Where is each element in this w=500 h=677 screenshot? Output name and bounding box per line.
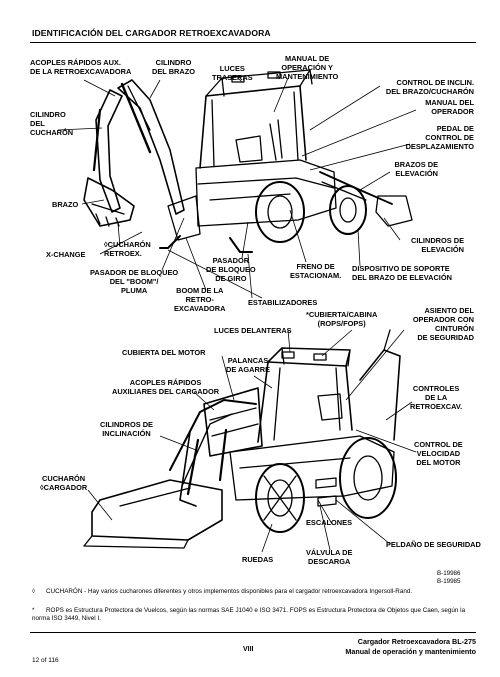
page-title: IDENTIFICACIÓN DEL CARGADOR RETROEXCAVAD… <box>32 28 271 38</box>
label-manual-operador: MANUAL DEL OPERADOR <box>425 98 474 116</box>
page-number: VIII <box>243 646 254 653</box>
page-counter: 12 of 116 <box>32 657 59 664</box>
label-valvula-descarga: VÁLVULA DE DESCARGA <box>306 548 353 566</box>
label-cilindro-cucharon: CILINDRO DEL CUCHARÓN <box>30 110 74 137</box>
label-freno-estacionamiento: FRENO DE ESTACIONAM. <box>290 262 342 280</box>
label-cilindro-brazo: CILINDRO DEL BRAZO <box>152 58 195 76</box>
label-palancas-agarre: PALANCAS DE AGARRE <box>226 356 271 374</box>
label-asiento-operador: ASIENTO DEL OPERADOR CON CINTURÓN DE SEG… <box>412 306 474 342</box>
footnote-text: ROPS es Estructura Protectora de Vuelcos… <box>32 607 466 623</box>
label-pedal-desplazamiento: PEDAL DE CONTROL DE DESPLAZAMIENTO <box>405 124 474 151</box>
header-rule <box>30 42 476 43</box>
figure-ref: B-19986 <box>437 570 461 577</box>
footnote-text: CUCHARÓN - Hay varios cucharones diferen… <box>46 588 413 595</box>
label-brazo: BRAZO <box>52 200 79 209</box>
label-cubierta-motor: CUBIERTA DEL MOTOR <box>122 348 206 357</box>
label-escalones: ESCALONES <box>306 518 352 527</box>
footer-model: Cargador Retroexcavadora BL-275 <box>357 637 476 646</box>
label-control-inclinacion: CONTROL DE INCLIN. DEL BRAZO/CUCHARÓN <box>385 78 474 96</box>
label-cilindros-elevacion: CILINDROS DE ELEVACIÓN <box>411 236 464 254</box>
label-peldano-seguridad: PELDAÑO DE SEGURIDAD <box>386 540 481 549</box>
loader-front-view <box>83 329 401 549</box>
label-acoples-aux-cargador: ACOPLES RÁPIDOS AUXILIARES DEL CARGADOR <box>112 378 220 396</box>
backhoe-rear-view <box>83 69 413 253</box>
footer-rule <box>30 632 476 633</box>
footnote-symbol: ◊ <box>32 588 36 595</box>
label-cubierta-cabina: *CUBIERTA/CABINA (ROPS/FOPS) <box>306 310 378 328</box>
footer-manual: Manual de operación y mantenimiento <box>345 647 476 656</box>
label-dispositivo-soporte: DISPOSITIVO DE SOPORTE DEL BRAZO DE ELEV… <box>352 264 452 282</box>
label-cucharon-retroex: ◊CUCHARÓN RETROEX. <box>104 240 151 258</box>
label-pasador-boom: PASADOR DE BLOQUEO DEL "BOOM"/ PLUMA <box>90 268 179 295</box>
label-manual-operacion-mantenimiento: MANUAL DE OPERACIÓN Y MANTENIMIENTO <box>276 54 339 81</box>
label-boom-retroexcavadora: BOOM DE LA RETRO- EXCAVADORA <box>174 286 226 313</box>
label-acoples-aux-retro: ACOPLES RÁPIDOS AUX. DE LA RETROEXCAVADO… <box>30 58 132 76</box>
label-x-change: X-CHANGE <box>46 250 86 259</box>
label-cucharon-cargador: CUCHARÓN ◊CARGADOR <box>40 474 88 492</box>
footnote-symbol: * <box>32 607 35 614</box>
footnote-rops: *ROPS es Estructura Protectora de Vuelco… <box>32 607 477 624</box>
label-brazos-elevacion: BRAZOS DE ELEVACIÓN <box>394 160 438 178</box>
label-control-velocidad: CONTROL DE VELOCIDAD DEL MOTOR <box>414 440 463 467</box>
label-cilindros-inclinacion: CILINDROS DE INCLINACIÓN <box>100 420 153 438</box>
label-luces-delanteras: LUCES DELANTERAS <box>214 326 292 335</box>
label-controles-retroexcav: CONTROLES DE LA RETROEXCAV. <box>410 384 463 411</box>
label-luces-traseras: LUCES TRASERAS <box>212 64 253 82</box>
label-pasador-bloqueo-giro: PASADOR DE BLOQUEO DE GIRO <box>206 256 256 283</box>
footnote-cucharon: ◊ CUCHARÓN - Hay varios cucharones difere… <box>32 588 477 596</box>
figure-ref: B-19985 <box>437 578 461 585</box>
label-estabilizadores: ESTABILIZADORES <box>248 298 318 307</box>
label-ruedas: RUEDAS <box>242 555 274 564</box>
